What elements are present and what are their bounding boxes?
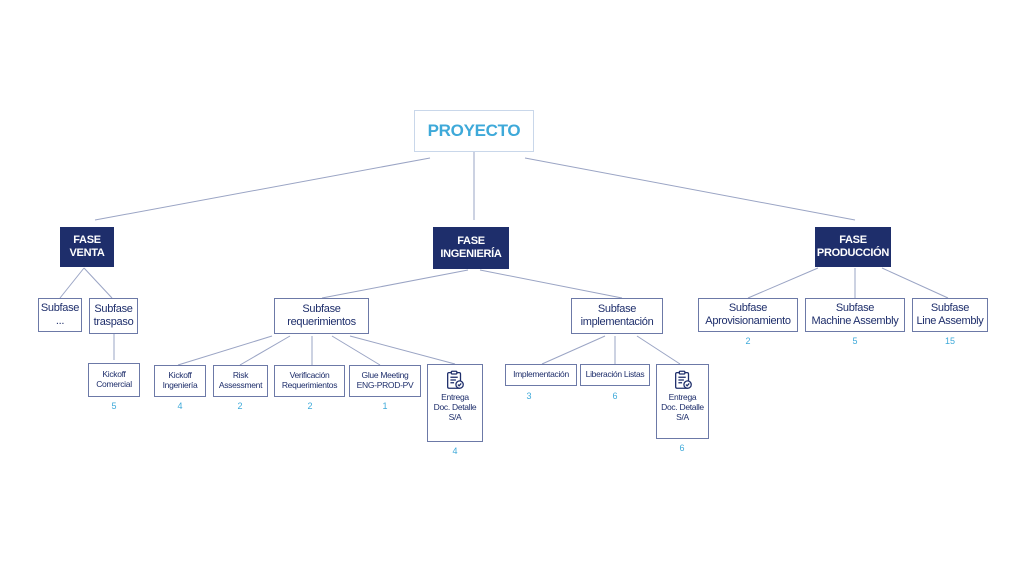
count-entrega-implementacion: 6 <box>679 443 685 453</box>
root-node-proyecto[interactable]: PROYECTO <box>414 110 534 152</box>
connector <box>321 269 469 299</box>
task-risk-assessment[interactable]: Risk Assessment <box>213 365 268 397</box>
connector <box>881 267 949 299</box>
count-kickoff-comercial: 5 <box>111 401 117 411</box>
connector <box>94 157 431 221</box>
count-risk-assessment: 2 <box>237 401 243 411</box>
task-glue-meeting[interactable]: Glue Meeting ENG-PROD-PV <box>349 365 421 397</box>
connector <box>177 335 273 366</box>
phase-venta[interactable]: FASE VENTA <box>60 227 114 267</box>
count-implementacion: 3 <box>526 391 532 401</box>
task-verificacion-requerimientos[interactable]: Verificación Requerimientos <box>274 365 345 397</box>
count-verificacion: 2 <box>307 401 313 411</box>
subphase-aprovisionamiento[interactable]: Subfase Aprovisionamiento <box>698 298 798 332</box>
count-line-assembly: 15 <box>944 336 955 346</box>
connector <box>331 335 381 366</box>
subphase-dots[interactable]: Subfase ... <box>38 298 82 332</box>
task-entrega-doc-requerimientos[interactable]: Entrega Doc. Detalle S/A <box>427 364 483 442</box>
task-liberacion-listas[interactable]: Liberación Listas <box>580 364 650 386</box>
subphase-traspaso[interactable]: Subfase traspaso <box>89 298 138 334</box>
clipboard-check-icon <box>447 370 464 389</box>
connector <box>239 335 291 366</box>
count-entrega-requerimientos: 4 <box>452 446 458 456</box>
connector <box>349 335 456 365</box>
task-entrega-label: Entrega Doc. Detalle S/A <box>661 392 704 422</box>
phase-produccion[interactable]: FASE PRODUCCIÓN <box>815 227 891 267</box>
connector <box>747 267 819 299</box>
clipboard-check-icon <box>674 370 692 389</box>
connector <box>479 269 623 299</box>
connector <box>541 335 606 365</box>
task-kickoff-ingenieria[interactable]: Kickoff Ingeniería <box>154 365 206 397</box>
task-entrega-label: Entrega Doc. Detalle S/A <box>433 392 477 422</box>
subphase-machine-assembly[interactable]: Subfase Machine Assembly <box>805 298 905 332</box>
connector <box>636 335 681 365</box>
count-kickoff-ingenieria: 4 <box>177 401 183 411</box>
connector <box>83 267 113 299</box>
subphase-line-assembly[interactable]: Subfase Line Assembly <box>912 298 988 332</box>
count-aprovisionamiento: 2 <box>745 336 751 346</box>
subphase-requerimientos[interactable]: Subfase requerimientos <box>274 298 369 334</box>
count-liberacion-listas: 6 <box>612 391 618 401</box>
task-entrega-doc-implementacion[interactable]: Entrega Doc. Detalle S/A <box>656 364 709 439</box>
task-kickoff-comercial[interactable]: Kickoff Comercial <box>88 363 140 397</box>
phase-ingenieria[interactable]: FASE INGENIERÍA <box>433 227 509 269</box>
task-implementacion[interactable]: Implementación <box>505 364 577 386</box>
count-machine-assembly: 5 <box>852 336 858 346</box>
connector <box>524 157 856 221</box>
count-glue-meeting: 1 <box>382 401 388 411</box>
connector <box>59 267 85 299</box>
subphase-implementacion[interactable]: Subfase implementación <box>571 298 663 334</box>
